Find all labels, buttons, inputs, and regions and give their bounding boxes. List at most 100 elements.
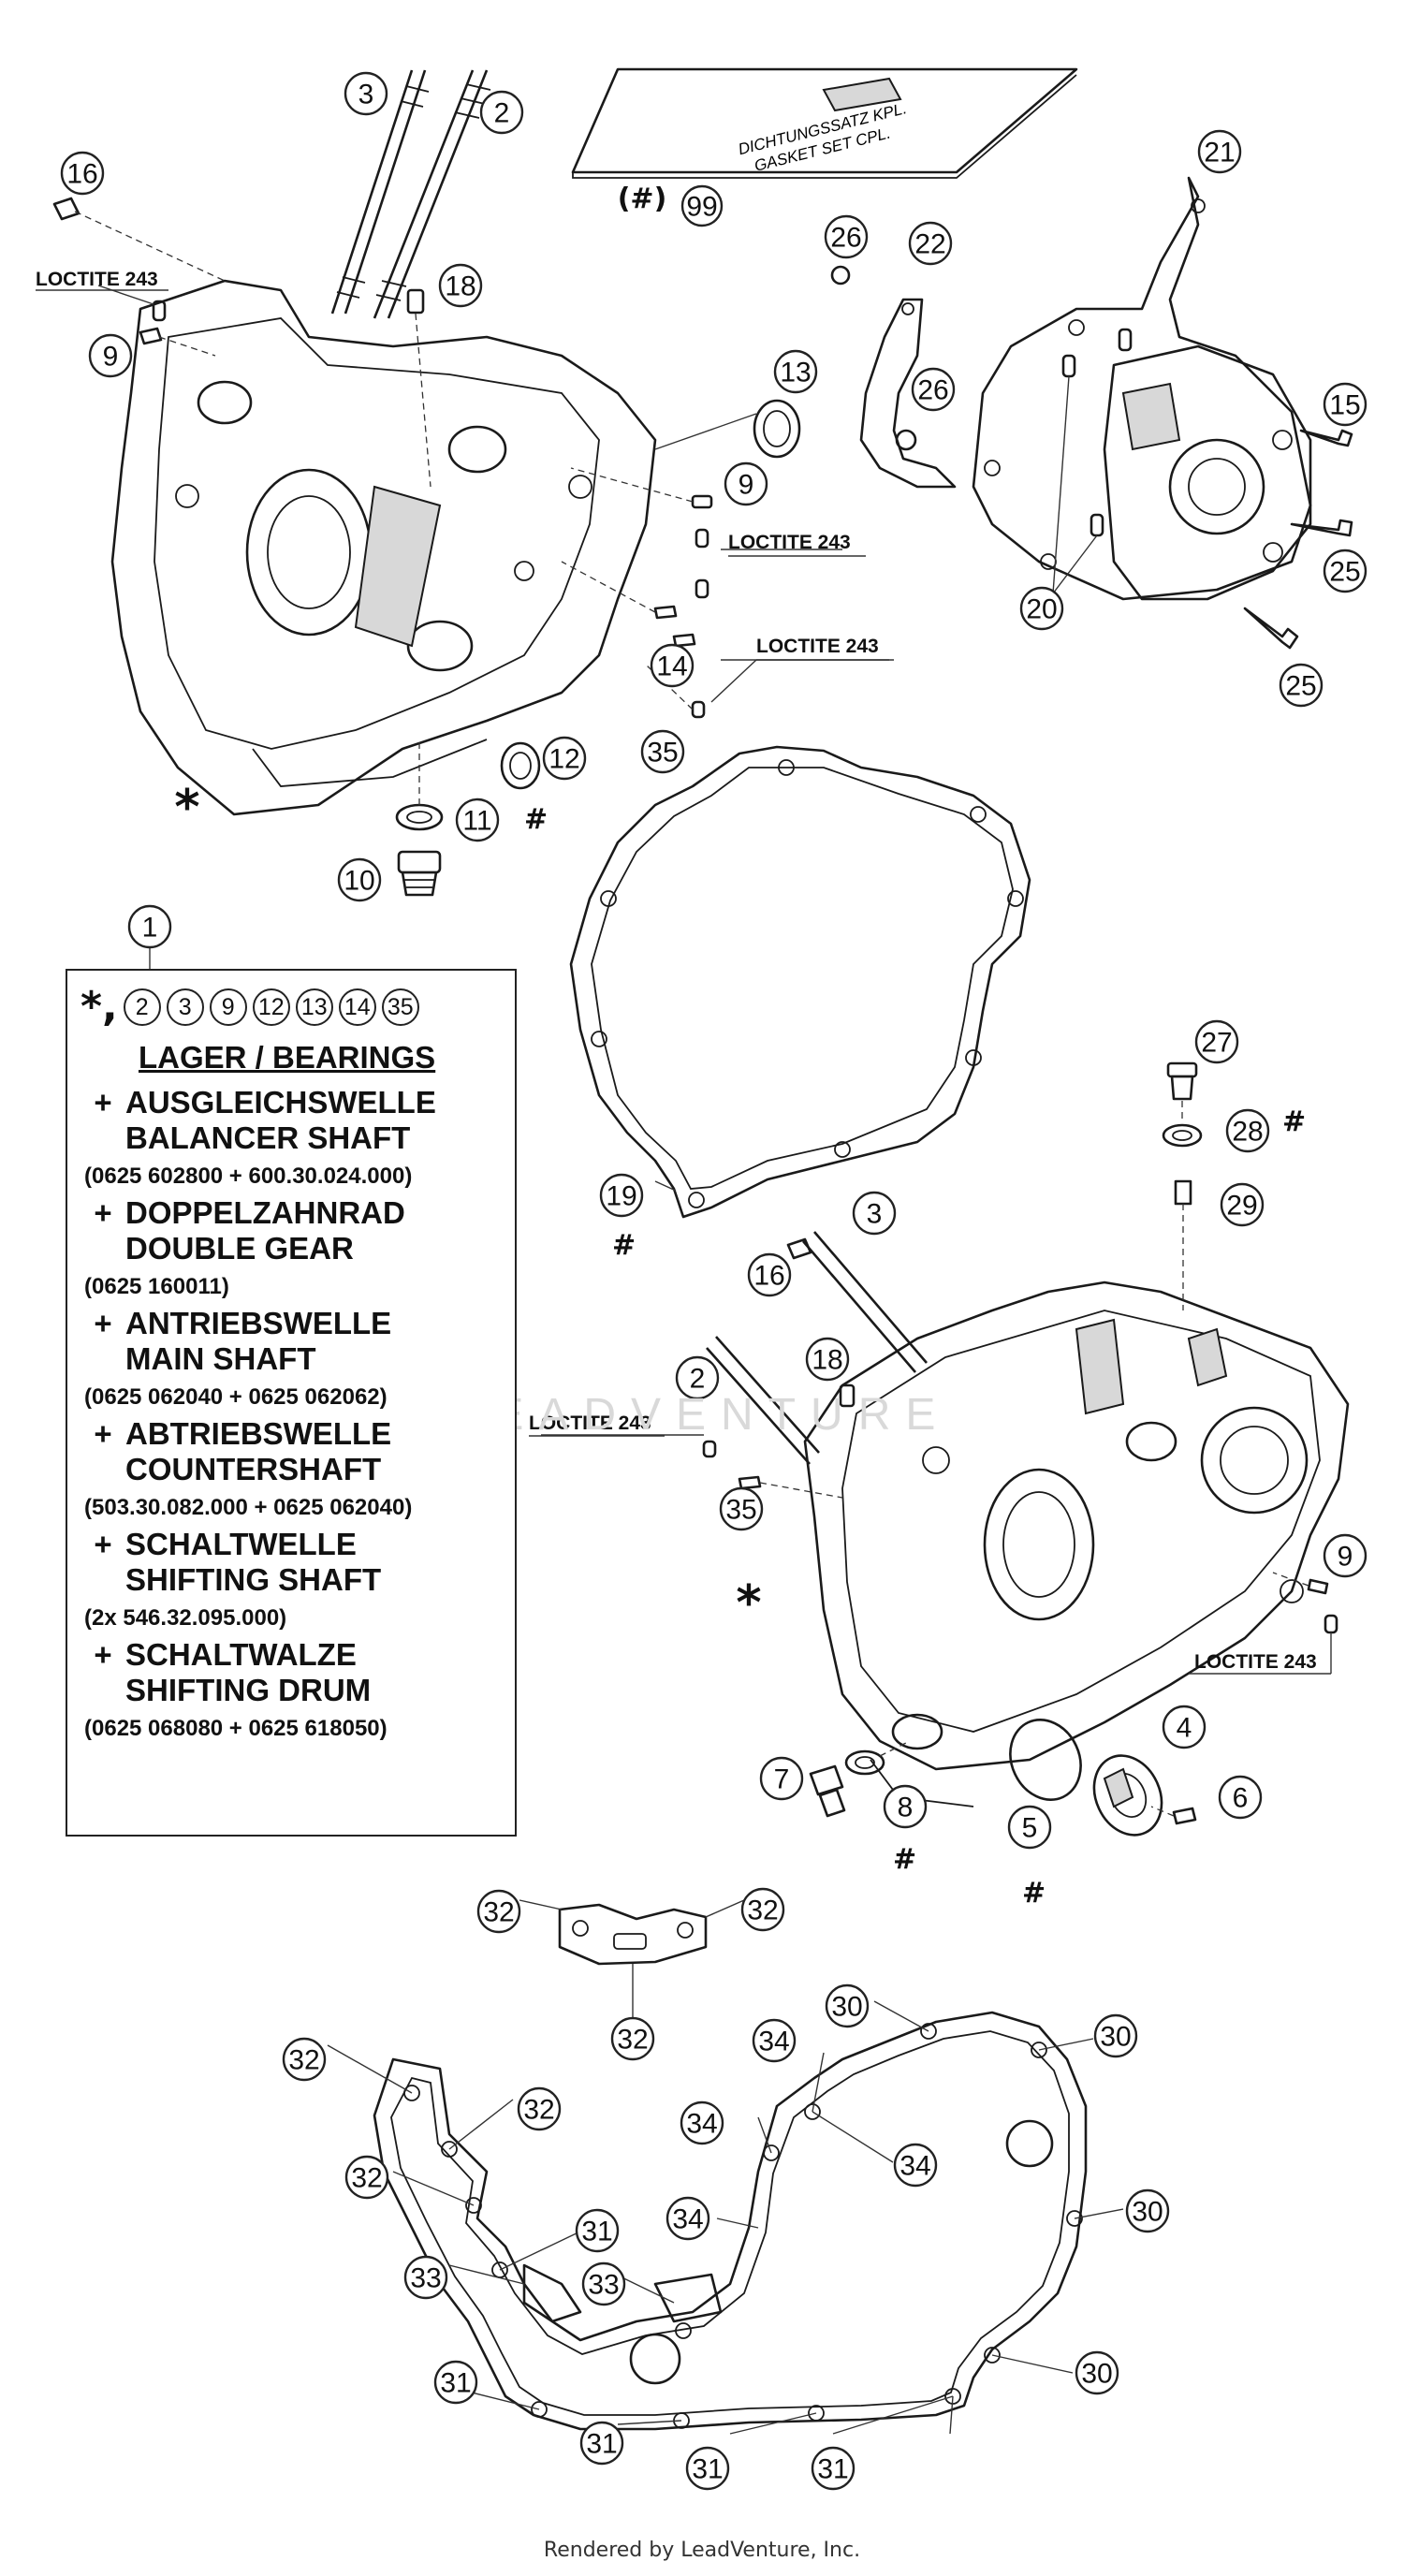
callout-31[interactable]: 31 [433,2360,478,2405]
callout-19[interactable]: 19 [599,1173,644,1218]
entry-en: SHIFTING SHAFT [125,1562,382,1597]
plus-icon: + [94,1527,112,1561]
callout-30[interactable]: 30 [1093,2013,1138,2058]
entry-part-numbers: (0625 602800 + 600.30.024.000) [84,1164,413,1189]
callout-1[interactable]: 1 [127,904,172,949]
legend-ref-35[interactable]: 35 [381,988,419,1026]
asterisk-upper: * [174,780,199,836]
callout-2[interactable]: 2 [479,90,524,135]
callout-30[interactable]: 30 [825,1983,870,2028]
callout-33[interactable]: 33 [403,2255,448,2300]
callout-30[interactable]: 30 [1075,2350,1119,2395]
callout-25[interactable]: 25 [1279,663,1324,708]
dowel-35-upper [645,664,706,719]
callout-30[interactable]: 30 [1125,2188,1170,2233]
callout-2[interactable]: 2 [675,1355,720,1400]
callout-7[interactable]: 7 [759,1756,804,1801]
callout-32[interactable]: 32 [344,2155,389,2200]
callout-31[interactable]: 31 [579,2421,624,2466]
callout-18[interactable]: 18 [438,263,483,308]
callout-16[interactable]: 16 [747,1252,792,1297]
callout-9[interactable]: 9 [88,333,133,378]
legend-ref-3[interactable]: 3 [166,988,204,1026]
svg-text:30: 30 [831,1992,862,2023]
plug-27 [1166,1061,1198,1123]
entry-de: SCHALTWALZE [125,1637,357,1672]
callout-9[interactable]: 9 [1323,1533,1367,1578]
entry-en: COUNTERSHAFT [125,1452,382,1486]
callout-32[interactable]: 32 [282,2037,327,2082]
callout-28[interactable]: 28 [1225,1108,1270,1153]
svg-text:16: 16 [753,1261,784,1292]
svg-text:34: 34 [686,2109,717,2140]
callout-15[interactable]: 15 [1323,382,1367,427]
callout-32[interactable]: 32 [740,1887,785,1932]
callout-35[interactable]: 35 [640,729,685,774]
legend-ref-9[interactable]: 9 [209,988,247,1026]
callout-16[interactable]: 16 [60,151,105,196]
svg-text:4: 4 [1177,1713,1192,1744]
callout-5[interactable]: 5 [1007,1805,1052,1850]
callout-25[interactable]: 25 [1323,549,1367,593]
callout-34[interactable]: 34 [893,2143,938,2188]
legend-ref-14[interactable]: 14 [338,988,376,1026]
callout-32[interactable]: 32 [476,1889,521,1934]
callout-8[interactable]: 8 [883,1784,928,1829]
callout-21[interactable]: 21 [1197,129,1242,174]
svg-text:20: 20 [1026,594,1057,625]
callout-34[interactable]: 34 [665,2196,710,2241]
svg-text:30: 30 [1132,2197,1163,2228]
svg-text:27: 27 [1201,1028,1232,1059]
callout-34[interactable]: 34 [680,2100,724,2145]
callout-3[interactable]: 3 [344,71,388,116]
callout-14[interactable]: 14 [650,643,695,688]
callout-35[interactable]: 35 [719,1486,764,1531]
entry-en: BALANCER SHAFT [125,1120,411,1155]
svg-text:28: 28 [1232,1117,1263,1148]
svg-text:3: 3 [867,1199,883,1230]
callout-9[interactable]: 9 [724,461,768,506]
svg-text:31: 31 [586,2429,617,2460]
callout-3[interactable]: 3 [852,1191,897,1236]
svg-text:34: 34 [672,2204,703,2235]
callout-31[interactable]: 31 [685,2446,730,2491]
svg-text:34: 34 [758,2027,789,2057]
callout-26[interactable]: 26 [824,214,869,259]
callout-10[interactable]: 10 [337,857,382,902]
entry-de: SCHALTWELLE [125,1527,357,1561]
callout-33[interactable]: 33 [581,2261,626,2306]
callout-18[interactable]: 18 [805,1337,850,1382]
callout-26[interactable]: 26 [911,367,956,412]
callout-22[interactable]: 22 [908,221,953,266]
svg-text:35: 35 [647,738,678,768]
svg-text:32: 32 [747,1895,778,1926]
callout-31[interactable]: 31 [575,2208,620,2253]
svg-text:2: 2 [494,98,510,129]
callout-34[interactable]: 34 [752,2018,797,2063]
loctite-label-4: LOCTITE 243 [529,1412,651,1434]
screws-15-25 [1243,429,1353,650]
callout-31[interactable]: 31 [811,2446,856,2491]
callout-32[interactable]: 32 [610,2016,655,2061]
legend-entry: +ANTRIEBSWELLE MAIN SHAFT (0625 062040 +… [80,1306,515,1411]
callout-11[interactable]: 11 [455,798,500,842]
callout-13[interactable]: 13 [773,349,818,394]
callout-20[interactable]: 20 [1019,586,1064,631]
callout-6[interactable]: 6 [1218,1775,1263,1820]
callout-99[interactable]: 99 [680,184,724,227]
stud-upper-2 [373,69,491,319]
plug-10 [397,850,442,897]
water-pump-cover [1103,344,1312,601]
legend-ref-12[interactable]: 12 [252,988,290,1026]
screw-9-upper-left [139,327,216,357]
entry-de: ANTRIEBSWELLE [125,1306,392,1340]
callout-29[interactable]: 29 [1220,1182,1265,1227]
callout-32[interactable]: 32 [517,2086,562,2131]
entry-en: SHIFTING DRUM [125,1673,372,1707]
callout-4[interactable]: 4 [1162,1705,1207,1749]
legend-ref-13[interactable]: 13 [295,988,333,1026]
callout-12[interactable]: 12 [542,736,587,781]
callout-27[interactable]: 27 [1194,1019,1239,1064]
hash-8: # [893,1843,916,1876]
legend-ref-2[interactable]: 2 [123,988,161,1026]
